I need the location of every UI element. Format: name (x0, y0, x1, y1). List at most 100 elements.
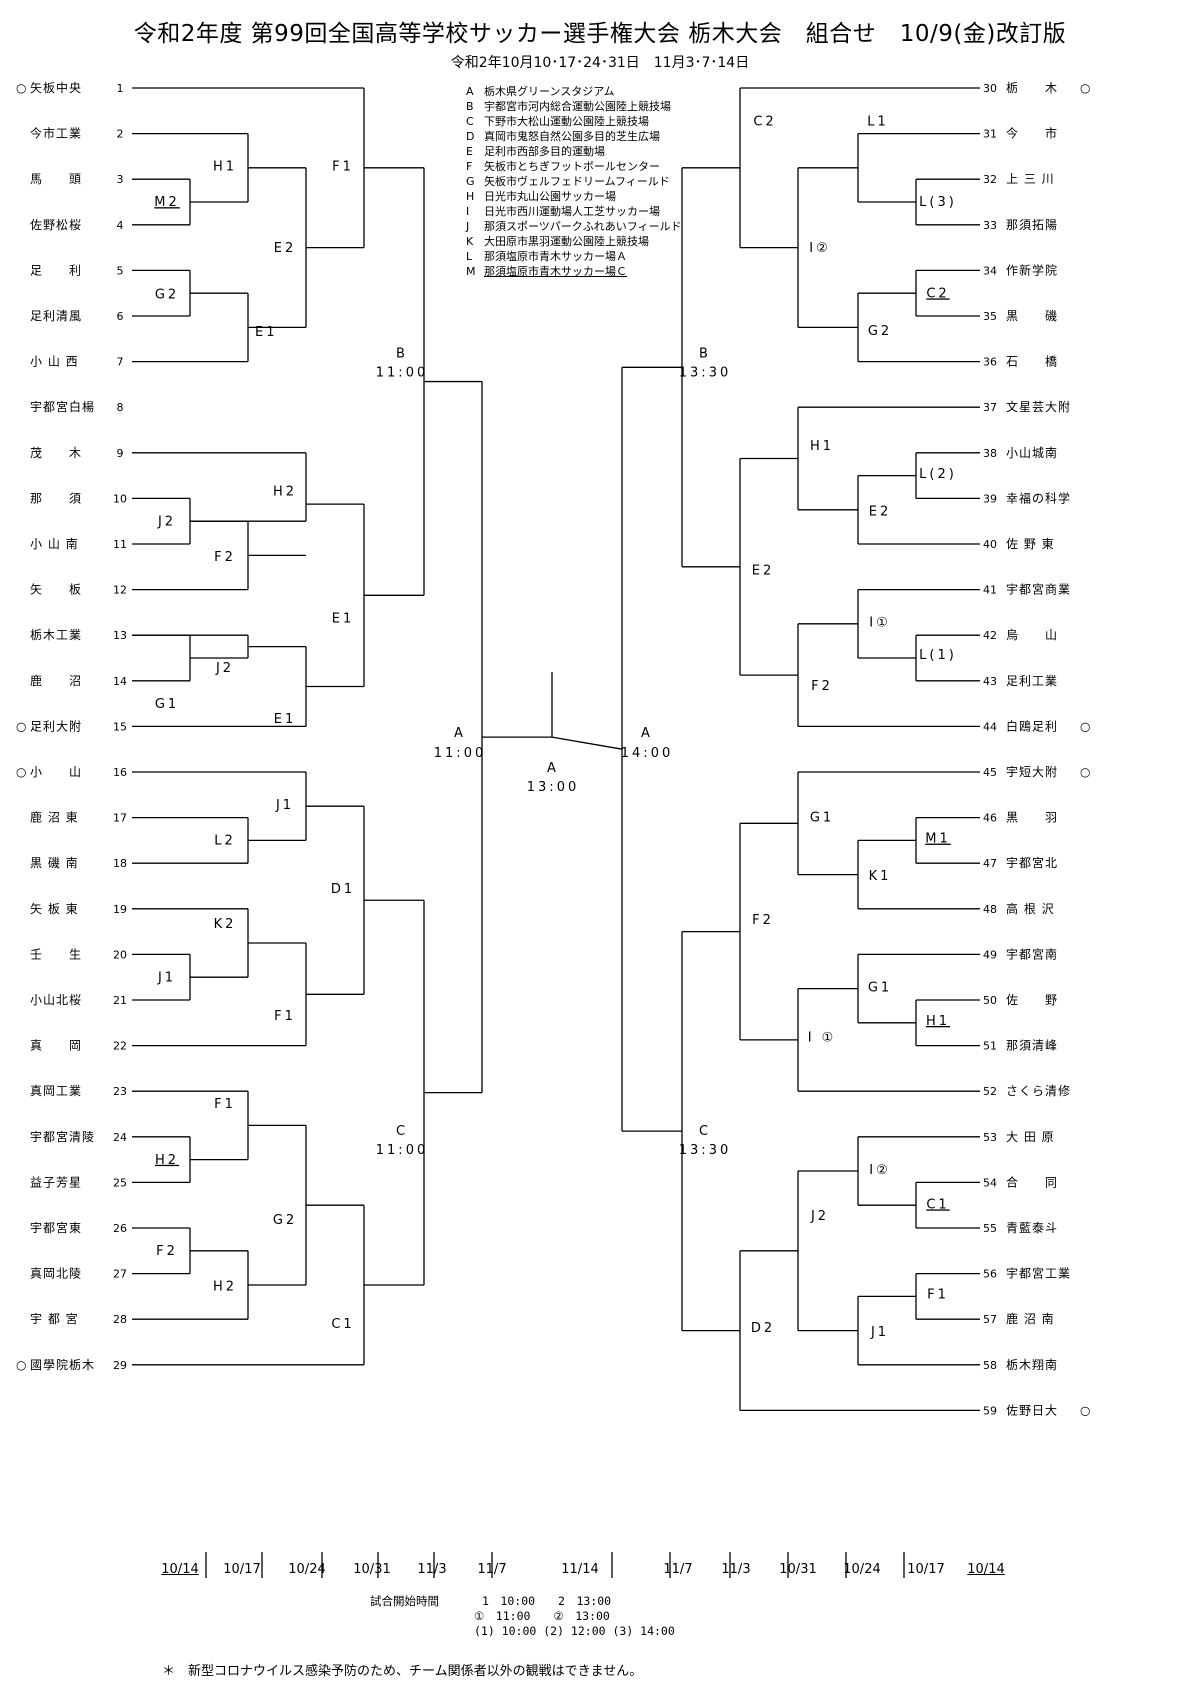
venue-name: 栃木県グリーンスタジアム (484, 85, 615, 98)
team-number: 32 (983, 173, 997, 186)
team-number: 11 (113, 538, 127, 551)
team-name: 石 橋 (1006, 355, 1058, 369)
match-label: K1 (869, 869, 892, 884)
team-number: 36 (983, 356, 997, 369)
team-number: 40 (983, 538, 997, 551)
round-date: 10/31 (779, 1562, 817, 1577)
team-number: 17 (113, 812, 127, 825)
team-name: 真岡北陵 (30, 1267, 82, 1281)
team-number: 56 (983, 1268, 997, 1281)
team-number: 59 (983, 1404, 997, 1417)
venue-code: K (466, 235, 474, 248)
match-label: M1 (925, 832, 951, 847)
team-name: 文星芸大附 (1006, 399, 1071, 414)
team-name: 宇都宮白楊 (30, 399, 95, 414)
team-name: 鹿 沼 (30, 673, 82, 688)
match-label: I② (809, 241, 831, 256)
match-label: K2 (214, 917, 237, 932)
team-name: 佐野日大 (1006, 1403, 1058, 1417)
match-label: J1 (275, 798, 294, 813)
team-name: 宇都宮南 (1006, 946, 1058, 961)
round-date: 11/7 (477, 1562, 507, 1577)
team-number: 2 (117, 128, 124, 141)
venue-code: C (466, 115, 474, 128)
team-number: 12 (113, 584, 127, 597)
match-label: 11:00 (434, 746, 486, 761)
match-label: C2 (926, 286, 949, 301)
team-name: 佐 野 (1006, 993, 1058, 1007)
match-label: E2 (752, 564, 775, 579)
round-date: 10/31 (353, 1562, 391, 1577)
team-name: 國學院栃木 (30, 1358, 95, 1372)
match-label: J2 (810, 1209, 829, 1224)
team-number: 45 (983, 766, 997, 779)
venue-name: 下野市大松山運動公園陸上競技場 (484, 115, 649, 128)
venue-name: 矢板市とちぎフットボールセンター (484, 160, 660, 173)
match-label: 13:30 (679, 366, 731, 381)
match-label: I ① (808, 1031, 837, 1046)
team-name: 那須拓陽 (1006, 218, 1058, 232)
venue-name: 那須スポーツパークふれあいフィールド (484, 220, 682, 233)
team-number: 37 (983, 401, 997, 414)
match-label: J2 (157, 514, 176, 529)
match-label: G1 (155, 697, 179, 712)
page-title: 令和2年度 第99回全国高等学校サッカー選手権大会 栃木大会 組合せ 10/9(… (133, 21, 1067, 47)
match-label: F2 (811, 679, 833, 694)
team-number: 48 (983, 903, 997, 916)
team-name: 栃木工業 (30, 628, 82, 642)
match-label: H1 (213, 160, 237, 175)
round-date: 11/3 (721, 1562, 751, 1577)
match-label: I① (869, 616, 891, 631)
venue-code: D (466, 130, 475, 143)
match-label: 11:00 (376, 366, 428, 381)
kickoff-line-3: (1) 10:00 (2) 12:00 (3) 14:00 (474, 1624, 675, 1638)
seed-mark: ○ (16, 81, 26, 95)
match-label: G1 (868, 980, 892, 995)
round-date: 11/14 (561, 1562, 599, 1577)
team-name: 壬 生 (30, 947, 82, 961)
match-label: G1 (810, 811, 834, 826)
team-name: 益子芳星 (30, 1175, 82, 1189)
venue-code: A (466, 85, 474, 98)
venue-code: M (466, 265, 476, 278)
team-name: 白鴎足利 (1006, 718, 1058, 733)
team-number: 3 (117, 173, 124, 186)
team-number: 38 (983, 447, 997, 460)
match-label: H1 (810, 439, 834, 454)
match-label: E1 (255, 325, 278, 340)
team-name: 真岡工業 (30, 1084, 82, 1098)
match-label: C2 (753, 115, 776, 130)
match-label: C (396, 1124, 408, 1139)
team-number: 5 (117, 264, 124, 277)
match-label: F2 (156, 1244, 178, 1259)
seed-mark: ○ (1080, 1403, 1090, 1417)
team-number: 33 (983, 219, 997, 232)
match-label: I② (869, 1163, 891, 1178)
team-name: 那 須 (30, 491, 82, 505)
team-number: 16 (113, 766, 127, 779)
team-name: 鹿 沼 東 (30, 810, 79, 825)
team-number: 22 (113, 1040, 127, 1053)
team-name: 栃木翔南 (1006, 1357, 1058, 1372)
team-name: 宇都宮東 (30, 1220, 82, 1235)
match-label: 13:00 (527, 780, 579, 795)
seed-mark: ○ (1080, 765, 1090, 779)
team-name: 小山北桜 (30, 993, 82, 1007)
match-label: E2 (274, 241, 297, 256)
seed-mark: ○ (16, 1358, 26, 1372)
team-number: 42 (983, 629, 997, 642)
venue-name: 宇都宮市河内総合運動公園陸上競技場 (484, 100, 671, 113)
team-number: 46 (983, 812, 997, 825)
team-name: 宇 都 宮 (30, 1311, 79, 1326)
round-date: 11/7 (663, 1562, 693, 1577)
venue-code: B (466, 100, 474, 113)
team-name: 幸福の科学 (1006, 490, 1071, 505)
team-name: 小 山 西 (30, 355, 79, 369)
venue-code: I (466, 205, 470, 218)
